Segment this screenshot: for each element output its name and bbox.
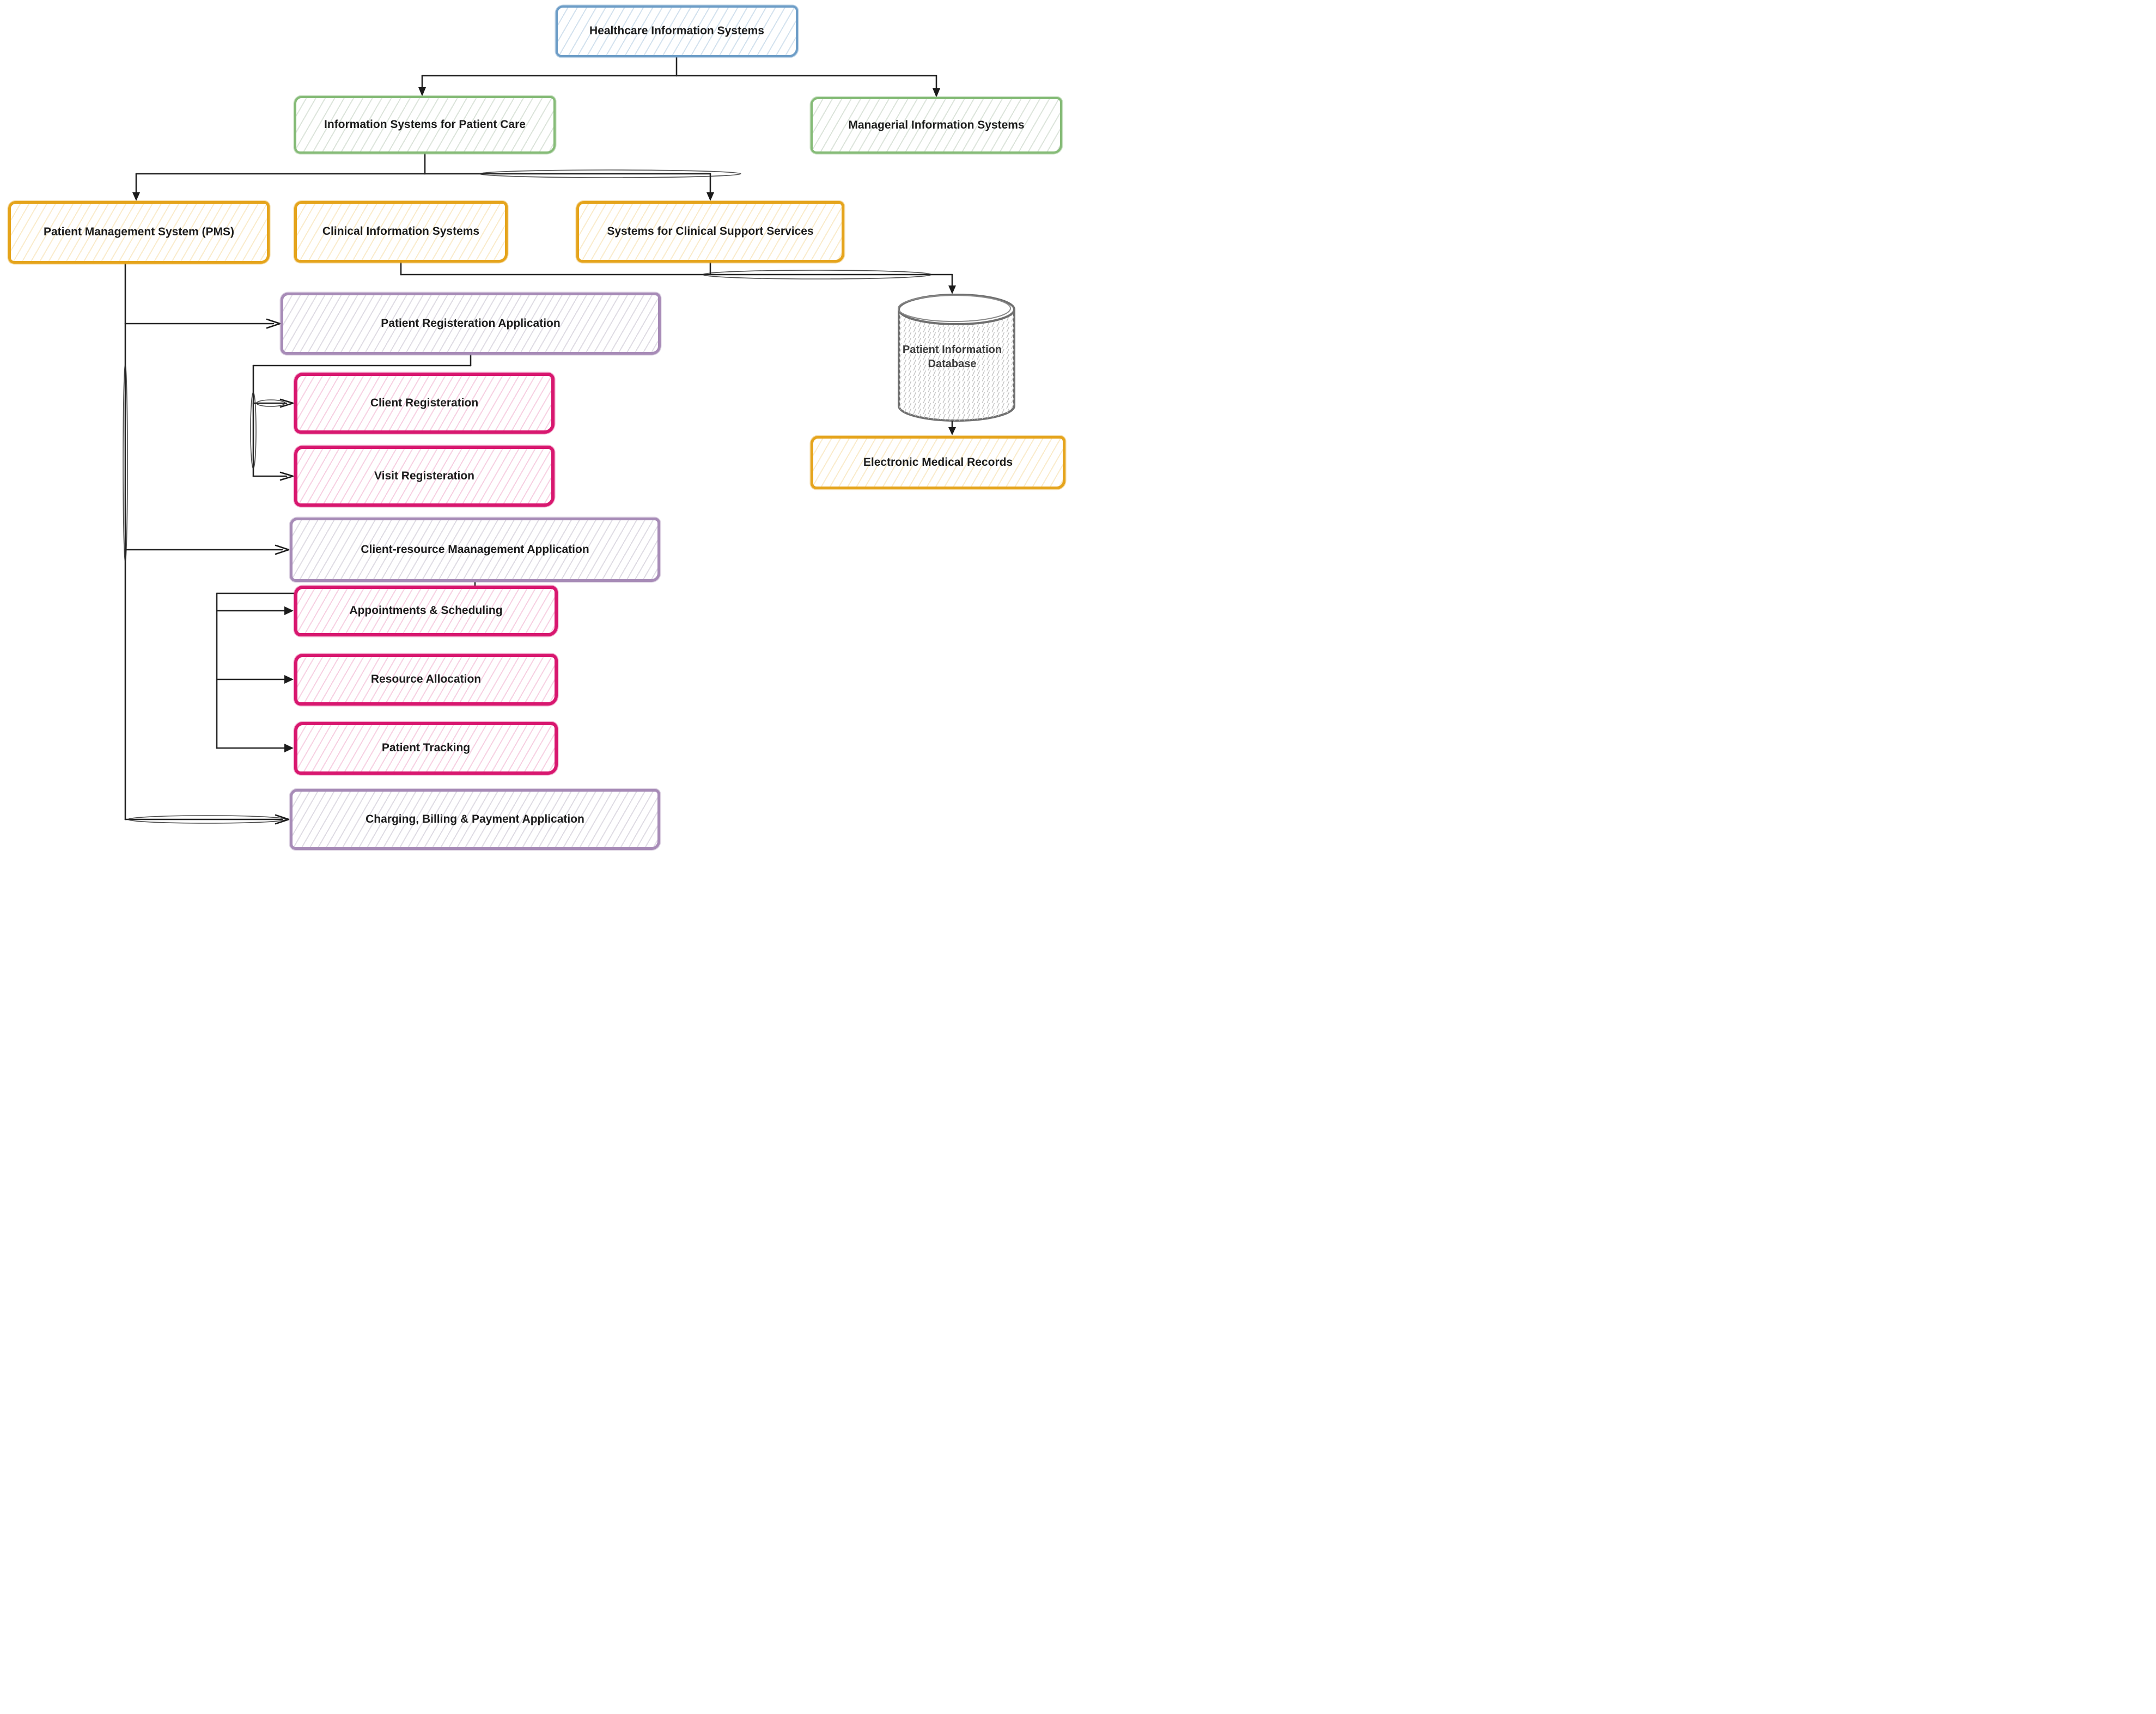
node-label: Managerial Information Systems [848,118,1025,131]
node-visit-registeration: Visit Registeration [294,446,555,507]
node-information-systems-for-patient-care: Information Systems for Patient Care [294,96,556,154]
node-client-resource-maanagement-application: Client-resource Maanagement Application [290,518,660,582]
node-clinical-information-systems: Clinical Information Systems [294,201,508,263]
node-label: Patient Registeration Application [381,317,561,330]
database-cylinder-icon [898,294,1015,422]
node-patient-registeration-application: Patient Registeration Application [281,293,661,355]
diagram-canvas: Healthcare Information Systems Informati… [0,0,1078,857]
edge-patient-care-to-orange-row [132,153,741,201]
node-label: Healthcare Information Systems [589,25,764,38]
node-client-registeration: Client Registeration [294,373,555,434]
node-label: Systems for Clinical Support Services [607,225,814,238]
node-label: Resource Allocation [370,673,482,686]
node-label: Patient Tracking [381,741,471,755]
node-label: Clinical Information Systems [322,225,480,238]
node-label: Client-resource Maanagement Application [361,543,589,556]
node-patient-tracking: Patient Tracking [294,722,558,775]
node-label: Patient Information Database [902,344,1002,370]
edge-his-to-green-row [418,56,940,98]
node-electronic-medical-records: Electronic Medical Records [811,436,1065,489]
node-systems-for-clinical-support-services: Systems for Clinical Support Services [576,201,844,263]
connector-layer [123,56,1015,825]
edge-clinical-support-to-database [400,262,956,294]
node-patient-information-database: Patient Information Database [900,319,1004,395]
edge-patreg-bracket [250,353,472,481]
node-label: Charging, Billing & Payment Application [366,812,584,825]
node-appointments-and-scheduling: Appointments & Scheduling [294,586,558,636]
node-label: Information Systems for Patient Care [324,118,526,131]
node-label: Appointments & Scheduling [349,604,503,617]
node-managerial-information-systems: Managerial Information Systems [811,97,1062,154]
edge-database-to-emr [948,421,956,435]
node-charging-billing-payment-application: Charging, Billing & Payment Application [290,789,660,850]
node-label: Patient Management System (PMS) [43,226,235,239]
edge-pms-trunk [123,263,290,825]
node-label: Client Registeration [370,396,479,409]
node-healthcare-information-systems: Healthcare Information Systems [556,5,798,57]
node-resource-allocation: Resource Allocation [294,654,558,706]
node-patient-management-system: Patient Management System (PMS) [8,201,270,264]
node-label: Electronic Medical Records [863,455,1013,469]
node-label: Visit Registeration [374,469,474,482]
